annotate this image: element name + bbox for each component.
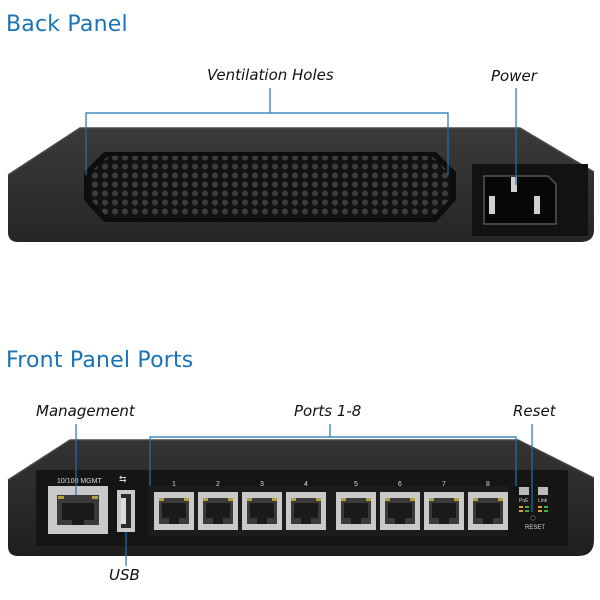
ethernet-port-5 bbox=[336, 492, 376, 530]
back-panel-title: Back Panel bbox=[6, 12, 128, 37]
reset-callout: Reset bbox=[513, 402, 556, 420]
link-label: Link bbox=[538, 498, 548, 504]
ports-callout: Ports 1-8 bbox=[294, 402, 362, 420]
usb-callout: USB bbox=[109, 566, 140, 584]
power-callout: Power bbox=[491, 67, 537, 85]
front-panel-title: Front Panel Ports bbox=[6, 348, 194, 373]
ethernet-port-1 bbox=[154, 492, 194, 530]
ports-1-8: 1 2 3 4 5 6 7 8 bbox=[154, 481, 508, 530]
reset-pinhole bbox=[530, 515, 536, 521]
usb-port: ⇆ bbox=[117, 474, 135, 532]
power-inlet bbox=[472, 164, 588, 236]
poe-label: PoE bbox=[519, 498, 529, 504]
ethernet-port-8 bbox=[468, 492, 508, 530]
back-panel-device bbox=[7, 127, 595, 242]
ventilation-grille bbox=[84, 152, 456, 222]
port-number-7: 7 bbox=[442, 481, 446, 488]
ethernet-port-4 bbox=[286, 492, 326, 530]
port-number-5: 5 bbox=[354, 481, 358, 488]
status-led-area: PoE Link RESET bbox=[519, 487, 548, 531]
management-callout: Management bbox=[36, 402, 135, 420]
port-number-2: 2 bbox=[216, 481, 220, 488]
front-callout-lines bbox=[75, 424, 533, 566]
port-number-3: 3 bbox=[260, 481, 264, 488]
port-number-1: 1 bbox=[172, 481, 176, 488]
ventilation-holes-callout: Ventilation Holes bbox=[207, 66, 334, 84]
ethernet-port-2 bbox=[198, 492, 238, 530]
management-port bbox=[48, 486, 108, 534]
usb-symbol-icon: ⇆ bbox=[119, 474, 127, 484]
ethernet-port-3 bbox=[242, 492, 282, 530]
port-number-6: 6 bbox=[398, 481, 402, 488]
port-number-4: 4 bbox=[304, 481, 308, 488]
ethernet-port-6 bbox=[380, 492, 420, 530]
back-callout-lines bbox=[85, 88, 517, 185]
ethernet-port-7 bbox=[424, 492, 464, 530]
reset-label: RESET bbox=[525, 525, 545, 531]
port-number-8: 8 bbox=[486, 481, 490, 488]
mgmt-port-label: 10/100 MGMT bbox=[57, 478, 102, 485]
